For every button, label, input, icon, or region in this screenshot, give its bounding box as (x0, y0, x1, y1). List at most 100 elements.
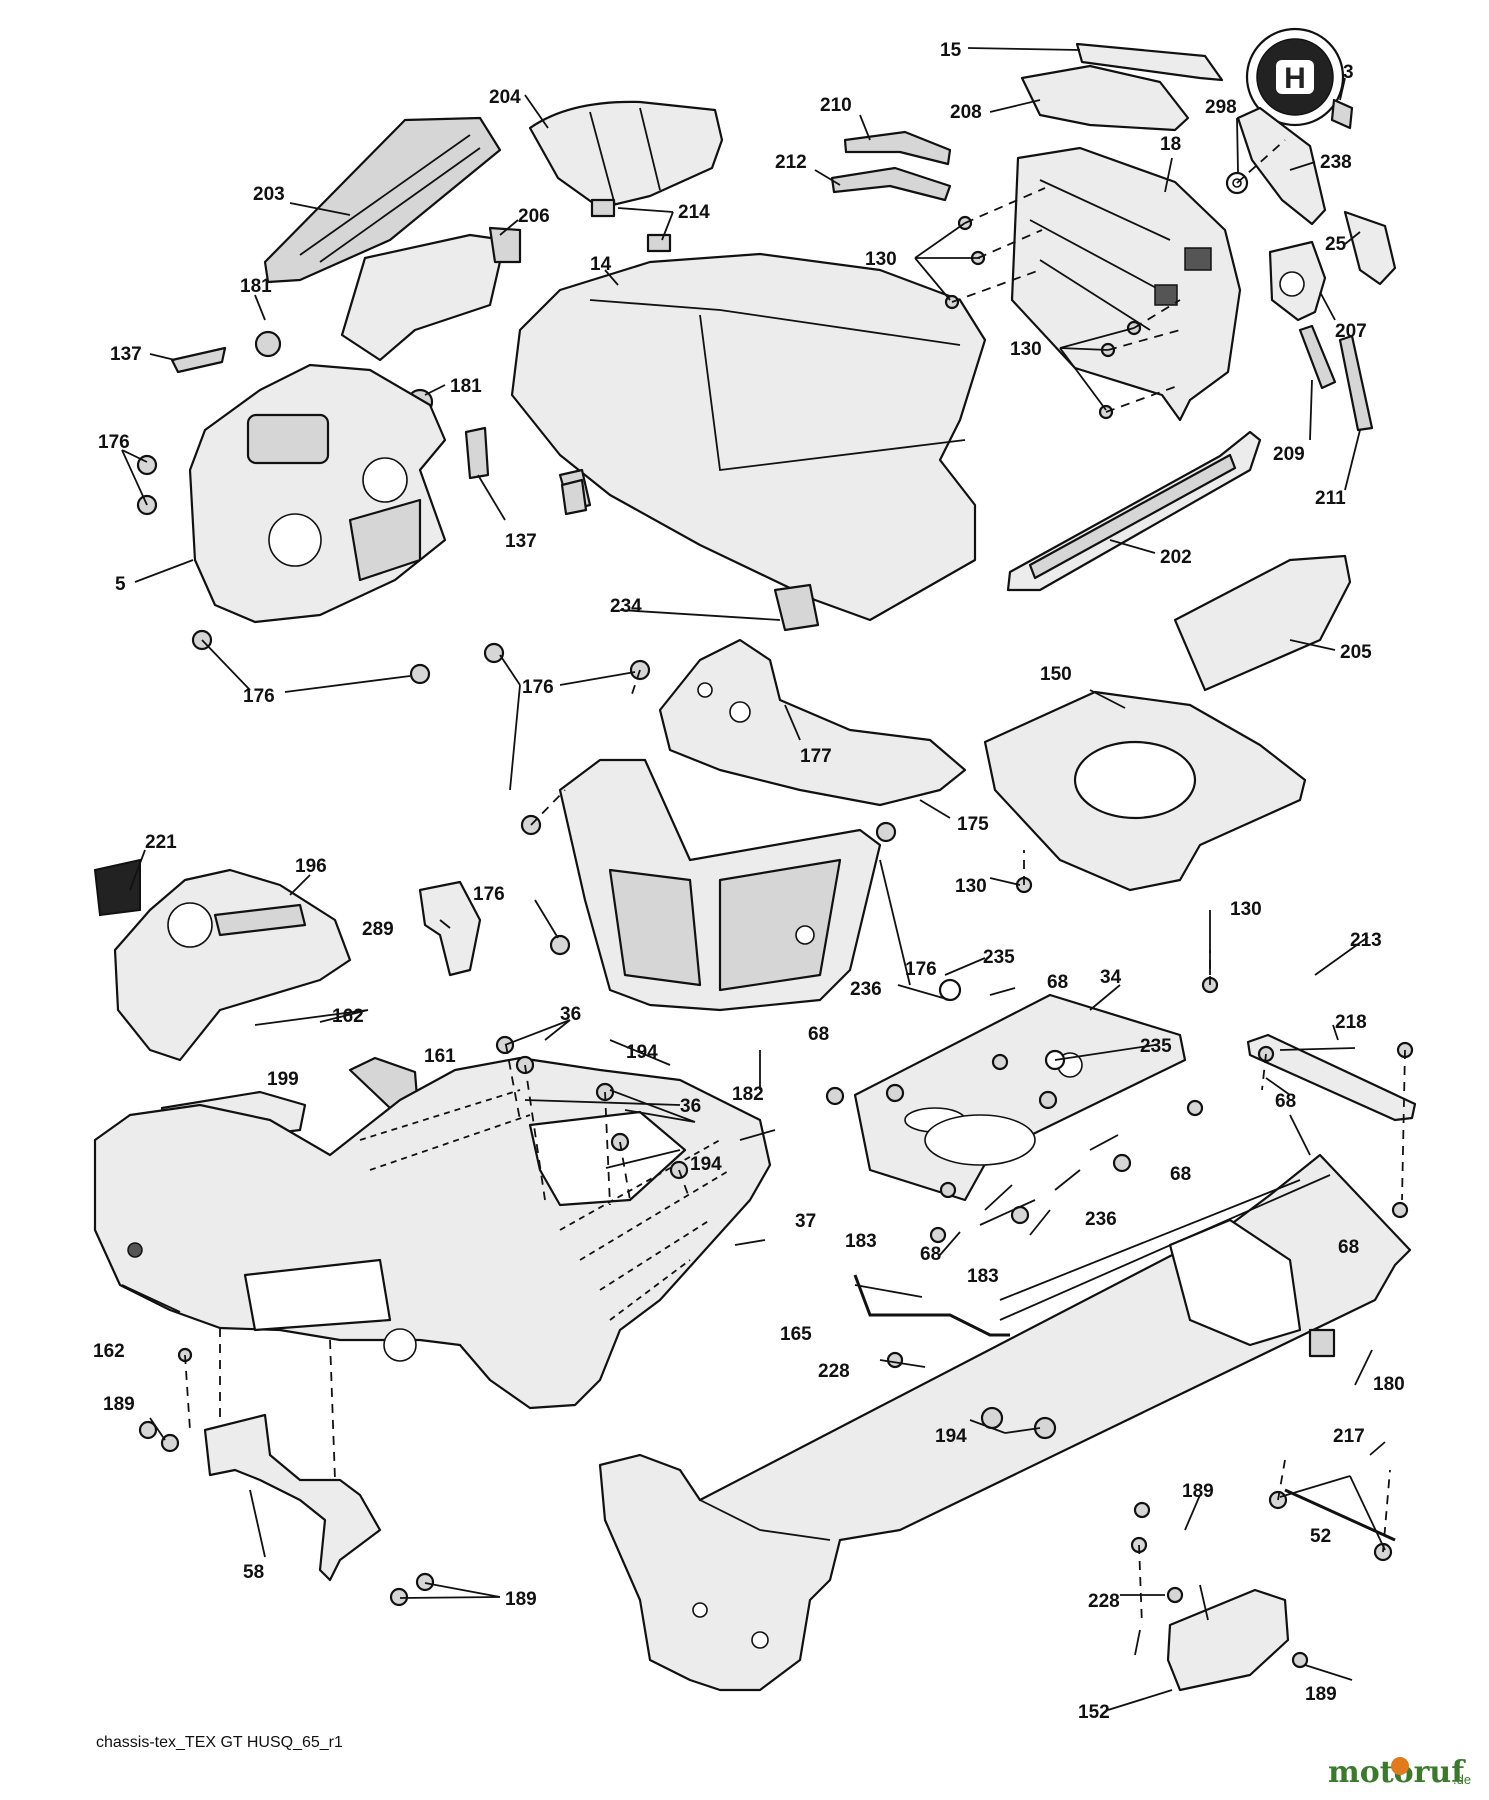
callout-36a: 36 (560, 1004, 581, 1025)
callout-176d: 176 (473, 884, 505, 905)
part-165-rod (853, 1274, 1010, 1337)
callout-298: 298 (1205, 97, 1237, 118)
part-205-lower-cover (1173, 554, 1352, 692)
callout-177: 177 (800, 746, 832, 767)
callout-196: 196 (295, 856, 327, 877)
part-196-seat-pod (113, 868, 352, 1062)
callout-217: 217 (1333, 1426, 1365, 1447)
callout-181a: 181 (240, 276, 272, 297)
logo-suffix: .de (1453, 1772, 1471, 1787)
assembly-dashed-lines (184, 139, 1406, 1626)
callout-213: 213 (1350, 930, 1382, 951)
callout-68a: 68 (1047, 972, 1068, 993)
callout-137b: 137 (505, 531, 537, 552)
callout-3: 3 (1343, 62, 1354, 83)
part-15-trim (1075, 42, 1224, 82)
callout-14: 14 (590, 254, 612, 275)
part-210-grill (843, 130, 952, 166)
part-5-dash-console (188, 363, 447, 624)
part-234-decal (560, 478, 588, 516)
callout-labels: 15 3 204 210 208 298 18 238 212 203 214 … (93, 40, 1405, 1723)
callout-208: 208 (950, 102, 982, 123)
callout-68f: 68 (1338, 1237, 1359, 1258)
callout-209: 209 (1273, 444, 1305, 465)
callout-37: 37 (795, 1211, 816, 1232)
callout-183a: 183 (845, 1231, 877, 1252)
part-238-side-trim (1236, 106, 1327, 226)
callout-25: 25 (1325, 234, 1347, 255)
callout-5: 5 (115, 574, 126, 595)
part-214-clip (590, 198, 616, 218)
part-211-strip (1338, 334, 1374, 432)
part-180-frame (598, 1153, 1412, 1692)
callout-162b: 162 (93, 1341, 125, 1362)
callout-202: 202 (1160, 547, 1192, 568)
callout-214: 214 (678, 202, 710, 223)
callout-236a: 236 (850, 979, 882, 1000)
part-152-cover (1166, 1588, 1290, 1692)
callout-236b: 236 (1085, 1209, 1117, 1230)
logo-dot (1391, 1757, 1409, 1775)
callout-199: 199 (267, 1069, 299, 1090)
part-218-bracket (1246, 1033, 1417, 1122)
callout-203: 203 (253, 184, 285, 205)
callout-176e: 176 (905, 959, 937, 980)
callout-182: 182 (732, 1084, 764, 1105)
callout-68b: 68 (808, 1024, 829, 1045)
callout-130c: 130 (955, 876, 987, 897)
callout-176c: 176 (522, 677, 554, 698)
callout-162a: 162 (332, 1006, 364, 1027)
part-203-vent (263, 116, 502, 284)
part-25-end-cap (1343, 210, 1397, 286)
callout-204: 204 (489, 87, 521, 108)
callout-176b: 176 (243, 686, 275, 707)
callout-189b: 189 (1182, 1481, 1214, 1502)
part-58-bracket (203, 1413, 382, 1582)
callout-235a: 235 (983, 947, 1015, 968)
callout-52: 52 (1310, 1526, 1331, 1547)
callout-183b: 183 (967, 1266, 999, 1287)
callout-289: 289 (362, 919, 394, 940)
callout-234: 234 (610, 596, 642, 617)
callout-130d: 130 (1230, 899, 1262, 920)
callout-235b: 235 (1140, 1036, 1172, 1057)
callout-15: 15 (940, 40, 962, 61)
callout-150: 150 (1040, 664, 1072, 685)
part-204-top-panel (528, 100, 724, 210)
callout-176a: 176 (98, 432, 130, 453)
callout-34: 34 (1100, 967, 1122, 988)
callout-68e: 68 (920, 1244, 941, 1265)
callout-238: 238 (1320, 152, 1352, 173)
part-14-hood (510, 252, 987, 622)
callout-194c: 194 (935, 1426, 967, 1447)
callout-130b: 130 (1010, 339, 1042, 360)
callout-189a: 189 (103, 1394, 135, 1415)
part-37-footrest-deck (93, 1056, 772, 1410)
part-18-housing (1010, 146, 1242, 422)
callout-211: 211 (1315, 488, 1346, 509)
part-208-cover (1020, 64, 1190, 132)
part-212-grill (830, 166, 952, 202)
part-221-decal (93, 858, 141, 917)
callout-212: 212 (775, 152, 807, 173)
callout-194b: 194 (690, 1154, 722, 1175)
leader-lines (121, 47, 1386, 1711)
callout-130a: 130 (865, 249, 897, 270)
callout-36b: 36 (680, 1096, 701, 1117)
svg-text:H: H (1284, 62, 1306, 95)
part-175-bracket (658, 638, 967, 807)
callout-161: 161 (424, 1046, 456, 1067)
callout-152: 152 (1078, 1702, 1110, 1723)
part-217-rod (1284, 1488, 1396, 1542)
callout-221: 221 (145, 832, 177, 853)
callout-181b: 181 (450, 376, 482, 397)
callout-58: 58 (243, 1562, 264, 1583)
part-137-clip (170, 346, 227, 374)
callout-228a: 228 (818, 1361, 850, 1382)
callout-218: 218 (1335, 1012, 1367, 1033)
callout-137a: 137 (110, 344, 142, 365)
part-209-strip (1298, 324, 1337, 390)
deck-vent-pattern (359, 1089, 731, 1321)
callout-189d: 189 (1305, 1684, 1337, 1705)
